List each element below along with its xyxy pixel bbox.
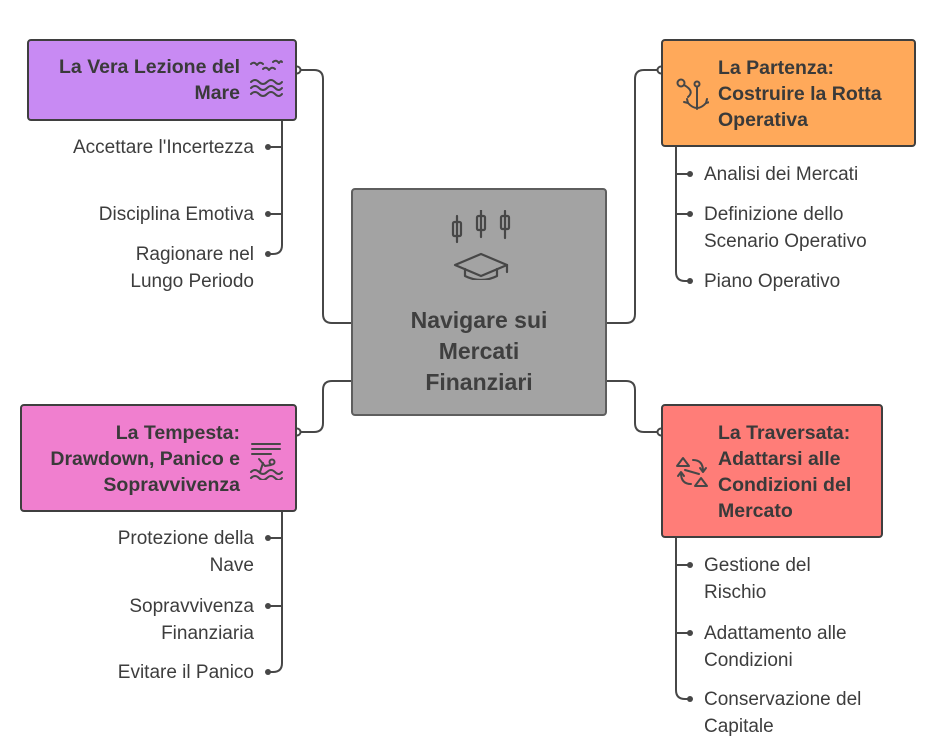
leaf-top-right-2: Definizione dello Scenario Operativo — [704, 204, 867, 252]
leaf-bottom-left-1: Protezione della Nave — [117, 528, 254, 576]
connector-br-trunk — [675, 538, 690, 700]
branch-node-top-right: La Partenza: Costruire la Rotta Operativ… — [661, 39, 916, 147]
connector-center-top-right — [607, 69, 661, 324]
leaf-bottom-left-2: Sopravvivenza Finanziaria — [129, 596, 254, 644]
leaf-top-right-3: Piano Operativo — [704, 271, 841, 292]
leaf-top-left-3: Ragionare nel Lungo Periodo — [130, 244, 254, 292]
leaf-bottom-right-3: Conservazione del Capitale — [704, 689, 862, 737]
connector-bl-trunk — [268, 512, 283, 673]
branch-node-top-left: La Vera Lezione del Mare — [27, 39, 297, 121]
connector-center-bottom-right — [607, 380, 661, 433]
leaf-bottom-left-3: Evitare il Panico — [117, 662, 254, 683]
leaf-bottom-right-2: Adattamento alle Condizioni — [704, 623, 847, 671]
branch-title-top-left: La Vera Lezione del Mare — [59, 56, 240, 104]
branch-title-top-right: La Partenza: Costruire la Rotta Operativ… — [718, 57, 882, 131]
center-node: Navigare sui Mercati Finanziari — [351, 188, 607, 416]
route-anchor-icon — [676, 78, 709, 110]
leaf-top-left-2: Disciplina Emotiva — [98, 204, 254, 225]
connector-tr-trunk — [675, 147, 690, 282]
connector-center-top-left — [297, 69, 351, 324]
connector-center-bottom-left — [297, 380, 351, 433]
drowning-person-icon — [250, 443, 283, 480]
candlestick-graduation-cap-icon — [451, 210, 511, 280]
adapt-cycle-icon — [676, 457, 708, 487]
leaf-top-right-1: Analisi dei Mercati — [704, 164, 859, 185]
branch-title-bottom-right: La Traversata: Adattarsi alle Condizioni… — [718, 422, 852, 522]
center-title: Navigare sui Mercati Finanziari — [410, 307, 548, 395]
birds-waves-icon — [250, 59, 283, 97]
branch-title-bottom-left: La Tempesta: Drawdown, Panico e Sopravvi… — [50, 422, 240, 496]
branch-node-bottom-right: La Traversata: Adattarsi alle Condizioni… — [661, 404, 883, 538]
leaf-bottom-right-1: Gestione del Rischio — [704, 555, 811, 603]
branch-node-bottom-left: La Tempesta: Drawdown, Panico e Sopravvi… — [20, 404, 297, 512]
connector-tl-trunk — [268, 121, 283, 255]
leaf-top-left-1: Accettare l'Incertezza — [72, 137, 254, 158]
